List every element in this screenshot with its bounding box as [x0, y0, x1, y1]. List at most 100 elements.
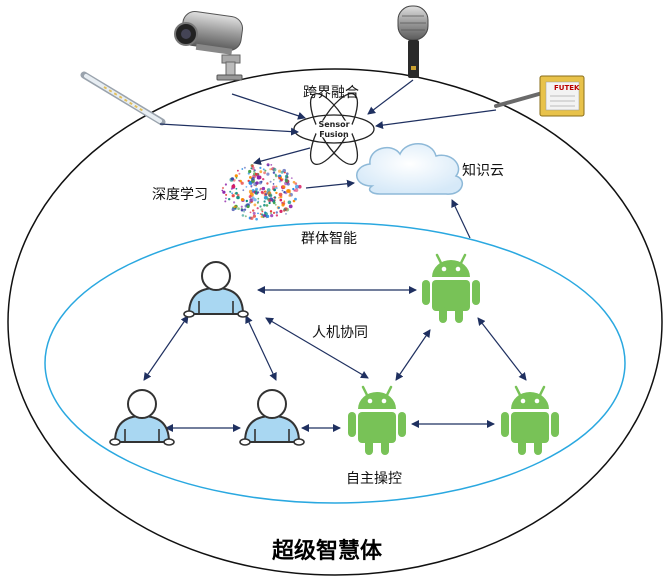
- brain-dot: [274, 173, 277, 176]
- brain-dot: [230, 177, 234, 181]
- microphone-icon: [397, 5, 429, 78]
- brain-dot: [256, 201, 259, 204]
- brain-dot: [294, 188, 299, 193]
- human-icon: [183, 261, 249, 318]
- brain-dot: [258, 181, 263, 185]
- brain-dot: [252, 209, 255, 212]
- brain-dot: [262, 178, 265, 181]
- brain-dot: [292, 187, 295, 191]
- android-robot-icon: [499, 385, 561, 457]
- brain-dot: [267, 164, 270, 167]
- brain-dot: [273, 196, 276, 199]
- brain-dot: [251, 177, 255, 181]
- brain-dot: [260, 190, 264, 194]
- brain-dot: [229, 190, 232, 193]
- brain-dot: [286, 182, 290, 186]
- brain-dot: [279, 209, 283, 213]
- brain-dot: [260, 208, 264, 212]
- brain-dot: [262, 216, 265, 219]
- brain-dot: [268, 193, 273, 198]
- brain-dot: [271, 199, 274, 202]
- brain-dot: [224, 183, 227, 186]
- brain-dot: [266, 214, 270, 218]
- brain-dot: [243, 166, 246, 169]
- human-icon: [239, 389, 305, 446]
- brain-dot: [230, 187, 233, 190]
- thermometer-icon: [80, 71, 166, 126]
- brain-dot: [224, 200, 227, 203]
- brain-dot: [266, 182, 269, 185]
- brain-dot: [236, 195, 240, 200]
- brain-dot: [253, 203, 257, 207]
- brain-dot: [279, 198, 283, 202]
- brain-dot: [278, 192, 283, 197]
- brain-dot: [255, 187, 259, 191]
- brain-dot: [228, 198, 231, 201]
- outer-ellipse: [7, 68, 663, 576]
- brain-dot: [243, 210, 245, 213]
- brain-dot: [281, 189, 284, 192]
- brain-dot: [240, 181, 244, 185]
- brain-dot: [272, 183, 275, 185]
- brain-dot: [236, 193, 240, 197]
- human-machine-label: 人机协同: [312, 325, 368, 341]
- brain-dot: [257, 212, 259, 215]
- brain-dot: [251, 196, 255, 200]
- brain-dot: [284, 174, 289, 179]
- brain-dot: [265, 193, 267, 196]
- brain-dot: [270, 214, 274, 218]
- brain-dot: [290, 177, 293, 180]
- brain-dot: [263, 171, 266, 175]
- brain-dot: [221, 186, 225, 190]
- brain-dot: [240, 205, 243, 208]
- brain-dot: [240, 198, 245, 202]
- brain-dot: [253, 198, 257, 202]
- brain-dot: [241, 214, 245, 217]
- knowledge-cloud-label: 知识云: [462, 163, 504, 179]
- brain-dot: [259, 170, 263, 174]
- diagram-title: 超级智慧体: [272, 539, 383, 564]
- autonomous-control-label: 自主操控: [346, 471, 402, 487]
- brain-dot: [287, 200, 292, 205]
- brain-dot: [264, 169, 267, 172]
- brain-dot: [242, 189, 245, 192]
- brain-dot: [225, 197, 227, 200]
- brain-dot: [274, 203, 277, 206]
- brain-dot: [250, 216, 254, 220]
- brain-dot: [294, 182, 298, 185]
- brain-dot: [278, 176, 281, 180]
- brain-dot: [237, 169, 239, 172]
- brain-dot: [269, 210, 273, 213]
- brain-dot: [269, 168, 272, 171]
- deep-learning-label: 深度学习: [152, 187, 208, 203]
- brain-dot: [245, 186, 248, 188]
- brain-dot: [252, 211, 256, 215]
- brain-dot: [262, 168, 265, 171]
- brain-dot: [256, 175, 261, 180]
- brain-dot: [278, 196, 280, 199]
- brain-dot: [221, 189, 224, 192]
- brain-dot: [260, 215, 263, 218]
- brain-dot: [282, 185, 286, 189]
- brain-dot: [270, 212, 272, 215]
- brain-dot: [253, 170, 255, 173]
- brain-dot: [231, 192, 234, 195]
- brain-dot: [245, 199, 248, 203]
- sensor-fusion-line1: Sensor: [318, 120, 350, 129]
- brain-dot: [275, 186, 278, 190]
- brain-dot: [283, 191, 286, 194]
- brain-dot: [265, 204, 269, 207]
- brain-dot: [275, 191, 278, 195]
- brain-dot: [284, 179, 289, 183]
- brain-dot: [250, 167, 253, 170]
- sensor-brand-label: FUTEK: [554, 84, 580, 92]
- brain-dot: [248, 169, 252, 174]
- brain-dot: [240, 207, 243, 210]
- brain-dot: [292, 180, 296, 184]
- brain-dot: [249, 176, 252, 179]
- brain-dot: [251, 189, 255, 192]
- brain-dot: [235, 187, 238, 190]
- brain-dot: [298, 184, 302, 189]
- sensor-fusion-logo: [293, 93, 375, 165]
